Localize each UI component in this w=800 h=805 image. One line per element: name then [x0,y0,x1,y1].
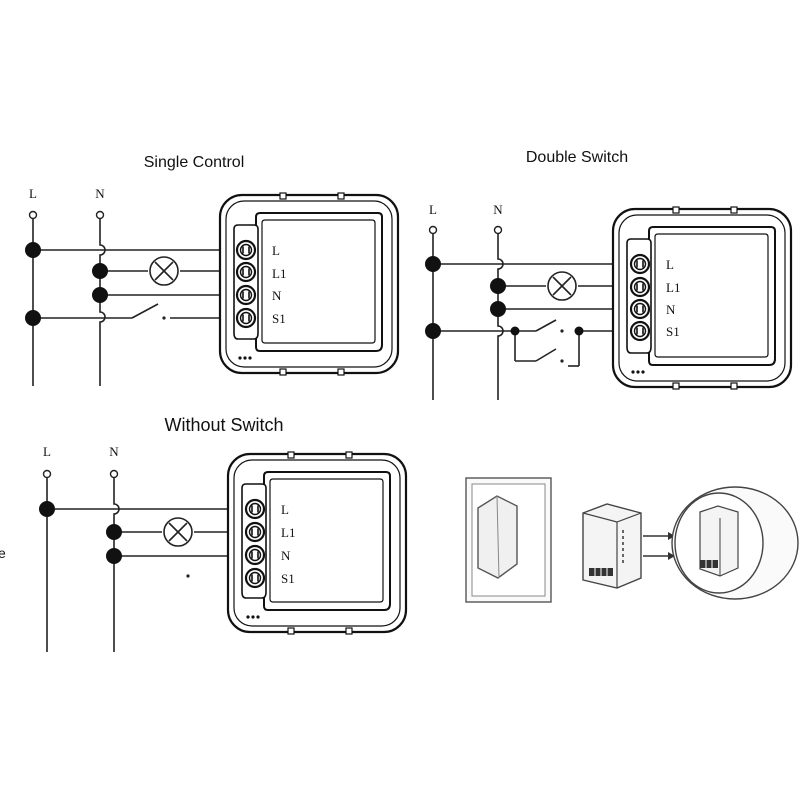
terminal-label-l1: L1 [272,266,286,281]
neutral-label: N [493,202,503,217]
module-icon [582,503,642,589]
single-control-diagram: Single Control L N L L1 [25,154,400,386]
terminal-screw-icon [629,298,651,320]
smart-module [611,205,793,391]
terminal-screw-icon [235,284,257,306]
line-rail [28,210,38,386]
installation-illustration [465,477,799,603]
without-switch-title: Without Switch [164,415,283,435]
terminal-label-l: L [281,502,289,517]
terminal-screw-icon [244,521,266,543]
neutral-rail [95,210,106,386]
terminal-screw-icon [235,239,257,261]
junction-dot [574,326,584,336]
terminal-label-n: N [281,548,291,563]
junction-dot [106,524,122,540]
double-switch-title: Double Switch [526,149,628,166]
terminal-label-s1: S1 [281,571,295,586]
junction-dot [510,326,520,336]
junction-dot [92,287,108,303]
line-label: L [429,202,437,217]
terminal-screw-icon [629,276,651,298]
wall-switch-icon [465,477,552,603]
junction-dot [39,501,55,517]
junction-dot [425,323,441,339]
lamp-icon [547,271,577,301]
terminal-screw-icon [235,307,257,329]
terminal-label-l: L [666,257,674,272]
junction-dot [25,310,41,326]
terminal-screw-icon [244,544,266,566]
terminal-screw-icon [629,253,651,275]
double-switch-diagram: Double Switch L N [425,149,793,400]
terminal-screw-icon [244,498,266,520]
single-control-title: Single Control [144,154,245,171]
terminal-screw-icon [629,320,651,342]
junction-dot [490,301,506,317]
neutral-rail [493,225,504,400]
line-rail [428,225,438,400]
junction-dot [106,548,122,564]
terminal-label-s1: S1 [272,311,286,326]
arrow-icon [643,532,675,560]
terminal-label-l1: L1 [666,280,680,295]
lamp-icon [163,517,193,547]
terminal-label-s1: S1 [666,324,680,339]
smart-module [218,191,400,377]
line-rail [42,469,52,652]
terminal-label-n: N [272,288,282,303]
lamp-icon [149,256,179,286]
neutral-label: N [95,186,105,201]
neutral-label: N [109,444,119,459]
junction-dot [92,263,108,279]
wall-box-icon [671,486,799,600]
junction-dot [25,242,41,258]
junction-dot [490,278,506,294]
terminal-screw-icon [244,567,266,589]
junction-dot [425,256,441,272]
terminal-label-l: L [272,243,280,258]
cropped-edge-text: e [0,545,6,561]
smart-module [226,450,408,636]
switch-icon [535,319,557,332]
terminal-screw-icon [235,261,257,283]
line-label: L [43,444,51,459]
switch-icon [535,348,557,362]
line-label: L [29,186,37,201]
terminal-label-l1: L1 [281,525,295,540]
switch-icon [131,303,159,319]
terminal-label-n: N [666,302,676,317]
without-switch-diagram: Without Switch L N L L1 N S1 [39,415,408,652]
